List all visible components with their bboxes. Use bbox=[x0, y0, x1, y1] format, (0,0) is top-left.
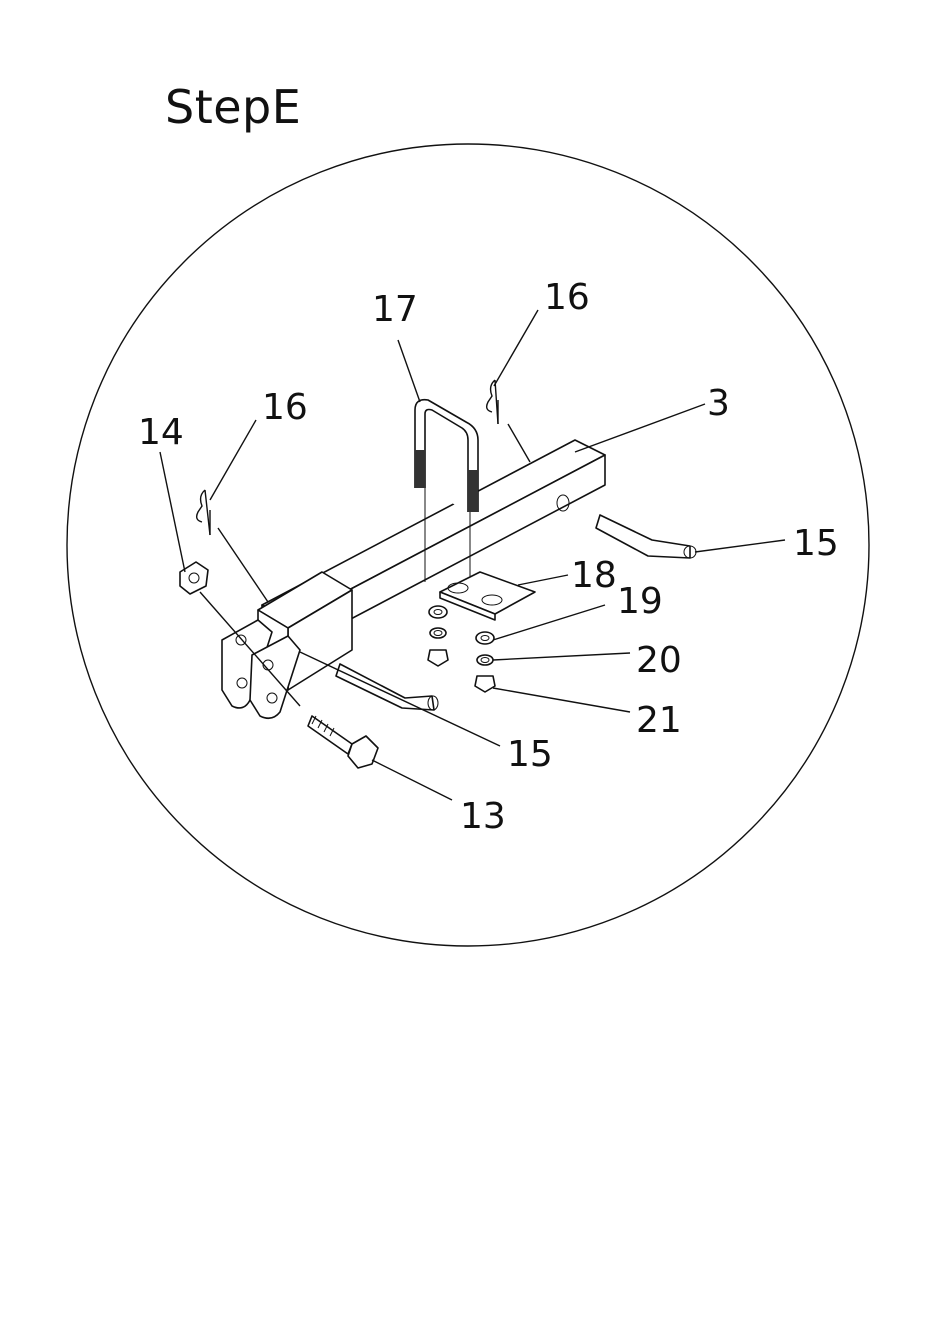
tube-sleeve-bracket bbox=[222, 572, 352, 718]
callout-20: 20 bbox=[636, 640, 682, 681]
callout-17: 17 bbox=[372, 289, 418, 330]
callout-15-upper: 15 bbox=[793, 523, 839, 564]
clamp-plate-part-18 bbox=[440, 572, 535, 620]
washers-and-nuts-left bbox=[428, 606, 448, 666]
bolt-part-13 bbox=[308, 716, 378, 768]
callout-3: 3 bbox=[707, 383, 730, 424]
callout-13: 13 bbox=[460, 796, 506, 837]
callout-19: 19 bbox=[617, 581, 663, 622]
pin-upper-part-15 bbox=[596, 515, 696, 558]
callout-15-lower: 15 bbox=[507, 734, 553, 775]
washers-and-nuts-right bbox=[475, 632, 495, 692]
callout-18: 18 bbox=[571, 555, 617, 596]
hitch-pin-upper-part-16 bbox=[487, 380, 498, 424]
callout-16-left: 16 bbox=[262, 387, 308, 428]
callout-21: 21 bbox=[636, 700, 682, 741]
pin-lower-part-15 bbox=[336, 664, 438, 710]
callout-14: 14 bbox=[138, 412, 184, 453]
hitch-pin-left-part-16 bbox=[197, 490, 210, 535]
callout-16-upper: 16 bbox=[544, 277, 590, 318]
